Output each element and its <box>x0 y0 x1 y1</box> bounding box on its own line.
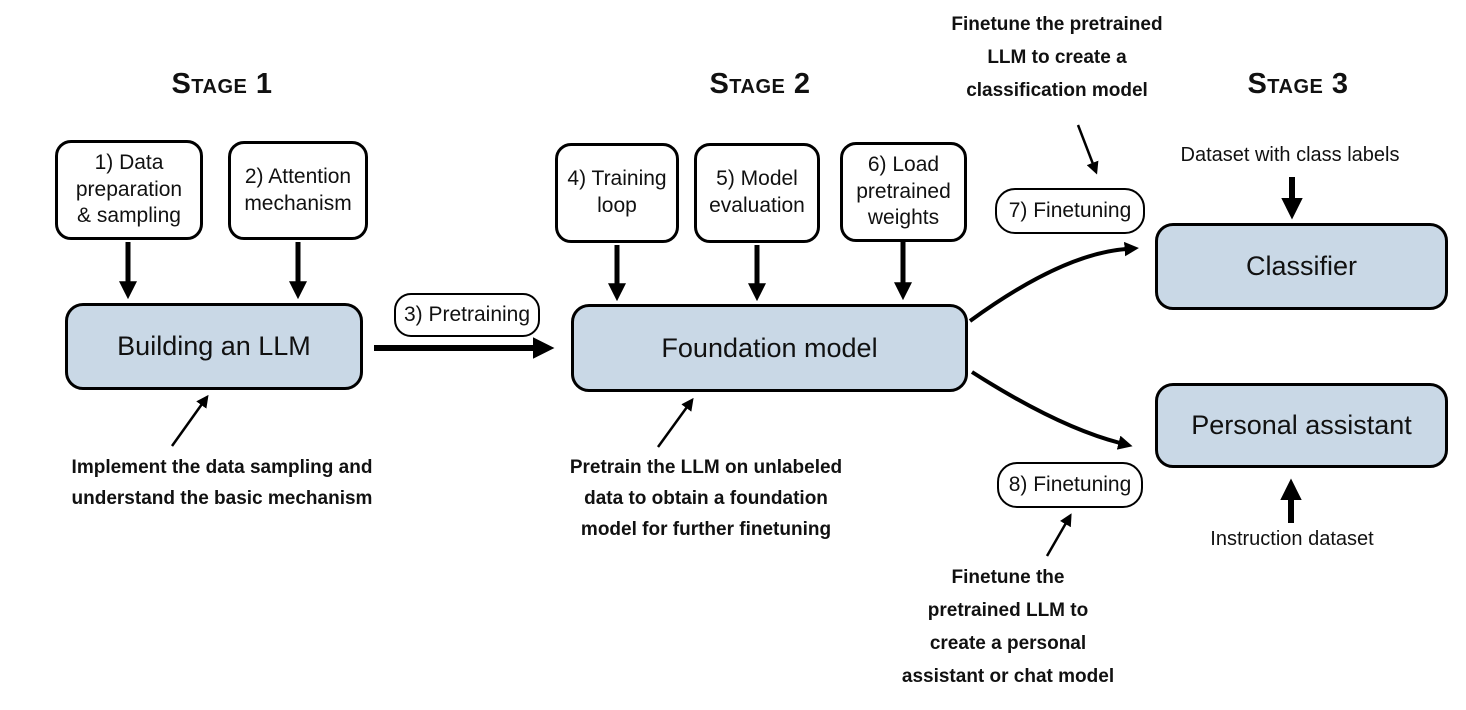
note-line: LLM to create a <box>987 47 1127 68</box>
note-line: Finetune the <box>951 567 1065 588</box>
pill-finetuning-8: 8) Finetuning <box>997 462 1143 508</box>
main-box-personal-assistant: Personal assistant <box>1155 383 1448 468</box>
step-box-attention-mechanism: 2) Attention mechanism <box>228 141 368 240</box>
step-box-data-preparation: 1) Data preparation & sampling <box>55 140 203 240</box>
note-line: pretrained LLM to <box>927 600 1089 621</box>
label-instruction-dataset: Instruction dataset <box>1210 528 1374 550</box>
note-line: data to obtain a foundation <box>584 488 828 509</box>
main-box-building-llm: Building an LLM <box>65 303 363 390</box>
arrow-foundation-to-assistant <box>970 370 1133 450</box>
note-line: Pretrain the LLM on unlabeled <box>569 457 843 478</box>
pointer-stage1-note <box>170 394 209 447</box>
note-line: understand the basic mechanism <box>71 488 373 509</box>
stage-3-heading: Stage 3 <box>1247 68 1349 100</box>
pointer-stage2-note <box>656 397 694 448</box>
step-box-training-loop: 4) Training loop <box>555 143 679 243</box>
note-line: create a personal <box>929 633 1087 654</box>
arrow-foundation-to-classifier <box>968 241 1139 323</box>
main-box-foundation-model: Foundation model <box>571 304 968 392</box>
label-dataset-class-labels: Dataset with class labels <box>1180 144 1400 166</box>
note-classification: Finetune the pretrained LLM to create a … <box>927 8 1187 107</box>
stage-2-heading: Stage 2 <box>709 68 811 100</box>
note-assistant: Finetune the pretrained LLM to create a … <box>878 561 1138 693</box>
note-line: assistant or chat model <box>901 666 1115 687</box>
note-line: Implement the data sampling and <box>71 457 373 478</box>
stage-1-heading: Stage 1 <box>171 68 273 100</box>
pill-pretraining: 3) Pretraining <box>394 293 540 337</box>
pointer-classification-note <box>1076 124 1099 175</box>
pointer-assistant-note <box>1045 513 1072 557</box>
step-box-load-pretrained-weights: 6) Load pretrained weights <box>840 142 967 242</box>
note-line: classification model <box>966 80 1148 101</box>
note-line: Finetune the pretrained <box>951 14 1163 35</box>
pill-finetuning-7: 7) Finetuning <box>995 188 1145 234</box>
note-stage1: Implement the data sampling and understa… <box>41 452 403 514</box>
note-line: model for further finetuning <box>580 519 832 540</box>
note-stage2: Pretrain the LLM on unlabeled data to ob… <box>525 452 887 545</box>
step-box-model-evaluation: 5) Model evaluation <box>694 143 820 243</box>
main-box-classifier: Classifier <box>1155 223 1448 310</box>
